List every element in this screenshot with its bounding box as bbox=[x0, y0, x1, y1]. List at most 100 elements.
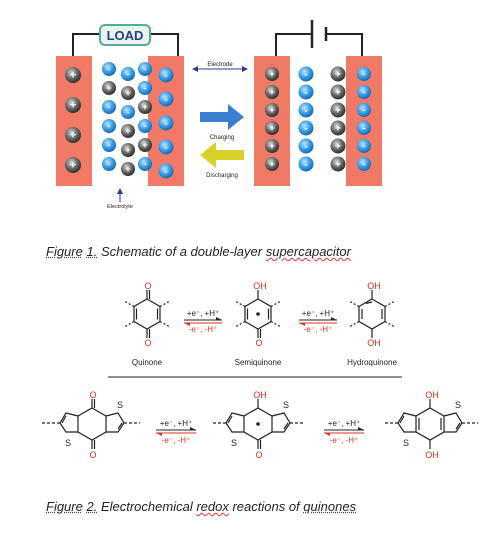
cation-ion: + bbox=[65, 67, 81, 83]
anion-ion: - bbox=[298, 120, 314, 136]
cation-ion: + bbox=[330, 156, 346, 172]
quinone-redox-diagram: O O OH O OH OH O O OH O OH OH S S S S S … bbox=[42, 281, 478, 460]
svg-text:-: - bbox=[107, 159, 110, 170]
cation-ion: + bbox=[330, 66, 346, 82]
svg-text:-: - bbox=[362, 123, 365, 134]
discharging-label: Discharging bbox=[206, 173, 238, 179]
cation-ion: + bbox=[121, 162, 135, 176]
figure2-caption-marked-word: redox bbox=[196, 499, 229, 514]
svg-text:-: - bbox=[164, 118, 167, 129]
electrode-label: Electrode bbox=[207, 62, 233, 68]
atom-s: S bbox=[117, 400, 123, 410]
charging-arrow: Charging bbox=[200, 104, 244, 141]
svg-text:+: + bbox=[269, 87, 275, 98]
svg-text:-: - bbox=[362, 87, 365, 98]
cation-ion: + bbox=[138, 100, 152, 114]
anion-ion: - bbox=[102, 138, 116, 152]
cation-ion: + bbox=[265, 85, 279, 99]
figure2-caption-number: 2. bbox=[86, 499, 98, 514]
anion-ion: - bbox=[121, 105, 135, 119]
svg-text:+: + bbox=[269, 123, 275, 134]
svg-text:+e⁻, +H⁺: +e⁻, +H⁺ bbox=[328, 419, 360, 428]
load-box: LOAD bbox=[99, 24, 151, 46]
atom-oh: OH bbox=[253, 281, 267, 291]
svg-text:-: - bbox=[304, 69, 307, 80]
figure2-caption: Figure 2. Electrochemical redox reaction… bbox=[46, 499, 356, 514]
electrolyte-label: Electrolyte bbox=[107, 204, 133, 210]
anion-ion: - bbox=[298, 66, 314, 82]
quinone-molecule bbox=[123, 290, 171, 338]
svg-text:+: + bbox=[142, 140, 148, 151]
figure2-caption-prefix: Figure bbox=[46, 499, 83, 514]
anion-ion: - bbox=[298, 102, 314, 118]
svg-text:+e⁻, +H⁺: +e⁻, +H⁺ bbox=[187, 309, 219, 318]
discharging-arrow: Discharging bbox=[200, 142, 244, 179]
anion-ion: - bbox=[158, 67, 174, 83]
figure1-caption-prefix: Figure bbox=[46, 244, 83, 259]
reaction-arrow-quinone-semiquinone: +e⁻, +H⁺ -e⁻, -H⁺ bbox=[184, 309, 222, 334]
atom-oh: OH bbox=[367, 338, 381, 348]
ion-group: ++++--------++---+-+--++-+-++++++------+… bbox=[65, 62, 371, 179]
svg-text:-: - bbox=[362, 141, 365, 152]
svg-text:-e⁻, -H⁺: -e⁻, -H⁺ bbox=[189, 325, 217, 334]
svg-text:-: - bbox=[107, 140, 110, 151]
svg-text:+: + bbox=[269, 159, 275, 170]
svg-text:+: + bbox=[335, 105, 341, 116]
cation-ion: + bbox=[330, 138, 346, 154]
anion-ion: - bbox=[158, 115, 174, 131]
anion-ion: - bbox=[138, 62, 152, 76]
cation-ion: + bbox=[65, 127, 81, 143]
svg-text:+e⁻, +H⁺: +e⁻, +H⁺ bbox=[302, 309, 334, 318]
atom-o: O bbox=[144, 281, 151, 291]
reaction-arrow-row2-right: +e⁻, +H⁺ -e⁻, -H⁺ bbox=[324, 419, 364, 445]
thiophene-semiquinone-molecule bbox=[212, 399, 304, 449]
svg-text:+: + bbox=[335, 123, 341, 134]
anion-ion: - bbox=[121, 67, 135, 81]
figure2-caption-underlined-word: quinones bbox=[303, 499, 357, 514]
svg-text:-e⁻, -H⁺: -e⁻, -H⁺ bbox=[330, 436, 358, 445]
atom-s: S bbox=[403, 438, 409, 448]
anion-ion: - bbox=[102, 62, 116, 76]
svg-text:-: - bbox=[126, 107, 129, 118]
cation-ion: + bbox=[265, 157, 279, 171]
cation-ion: + bbox=[121, 124, 135, 138]
atom-o: O bbox=[144, 338, 151, 348]
atom-o: O bbox=[89, 390, 96, 400]
anion-ion: - bbox=[158, 91, 174, 107]
anion-ion: - bbox=[102, 100, 116, 114]
hydroquinone-name: Hydroquinone bbox=[347, 358, 397, 367]
svg-text:+: + bbox=[106, 83, 112, 94]
semiquinone-name: Semiquinone bbox=[235, 358, 282, 367]
radical-dot bbox=[256, 312, 260, 316]
svg-text:-: - bbox=[126, 69, 129, 80]
anion-ion: - bbox=[357, 139, 371, 153]
anion-ion: - bbox=[357, 85, 371, 99]
svg-text:+: + bbox=[125, 126, 131, 137]
svg-text:-: - bbox=[304, 141, 307, 152]
cation-ion: + bbox=[330, 102, 346, 118]
figure1-caption-number: 1. bbox=[86, 244, 98, 259]
svg-text:-: - bbox=[304, 123, 307, 134]
svg-text:+: + bbox=[269, 69, 275, 80]
load-wire bbox=[72, 33, 179, 56]
svg-text:+: + bbox=[335, 141, 341, 152]
atom-o: O bbox=[255, 338, 262, 348]
electrolyte-pointer: Electrolyte bbox=[107, 188, 133, 210]
cation-ion: + bbox=[265, 67, 279, 81]
cation-ion: + bbox=[330, 84, 346, 100]
anion-ion: - bbox=[357, 157, 371, 171]
anion-ion: - bbox=[298, 156, 314, 172]
svg-text:+: + bbox=[125, 88, 131, 99]
atom-oh: OH bbox=[425, 390, 439, 400]
anion-ion: - bbox=[138, 81, 152, 95]
anion-ion: - bbox=[102, 157, 116, 171]
anion-ion: - bbox=[102, 119, 116, 133]
svg-text:-: - bbox=[143, 83, 146, 94]
cation-ion: + bbox=[102, 81, 116, 95]
figure2-caption-text-a: Electrochemical bbox=[100, 499, 197, 514]
svg-text:-: - bbox=[164, 166, 167, 177]
svg-text:-e⁻, -H⁺: -e⁻, -H⁺ bbox=[162, 436, 190, 445]
figure1-caption-marked-word: supercapacitor bbox=[265, 244, 351, 259]
figure1-caption-text: Schematic of a double-layer bbox=[100, 244, 266, 259]
svg-text:-: - bbox=[304, 159, 307, 170]
